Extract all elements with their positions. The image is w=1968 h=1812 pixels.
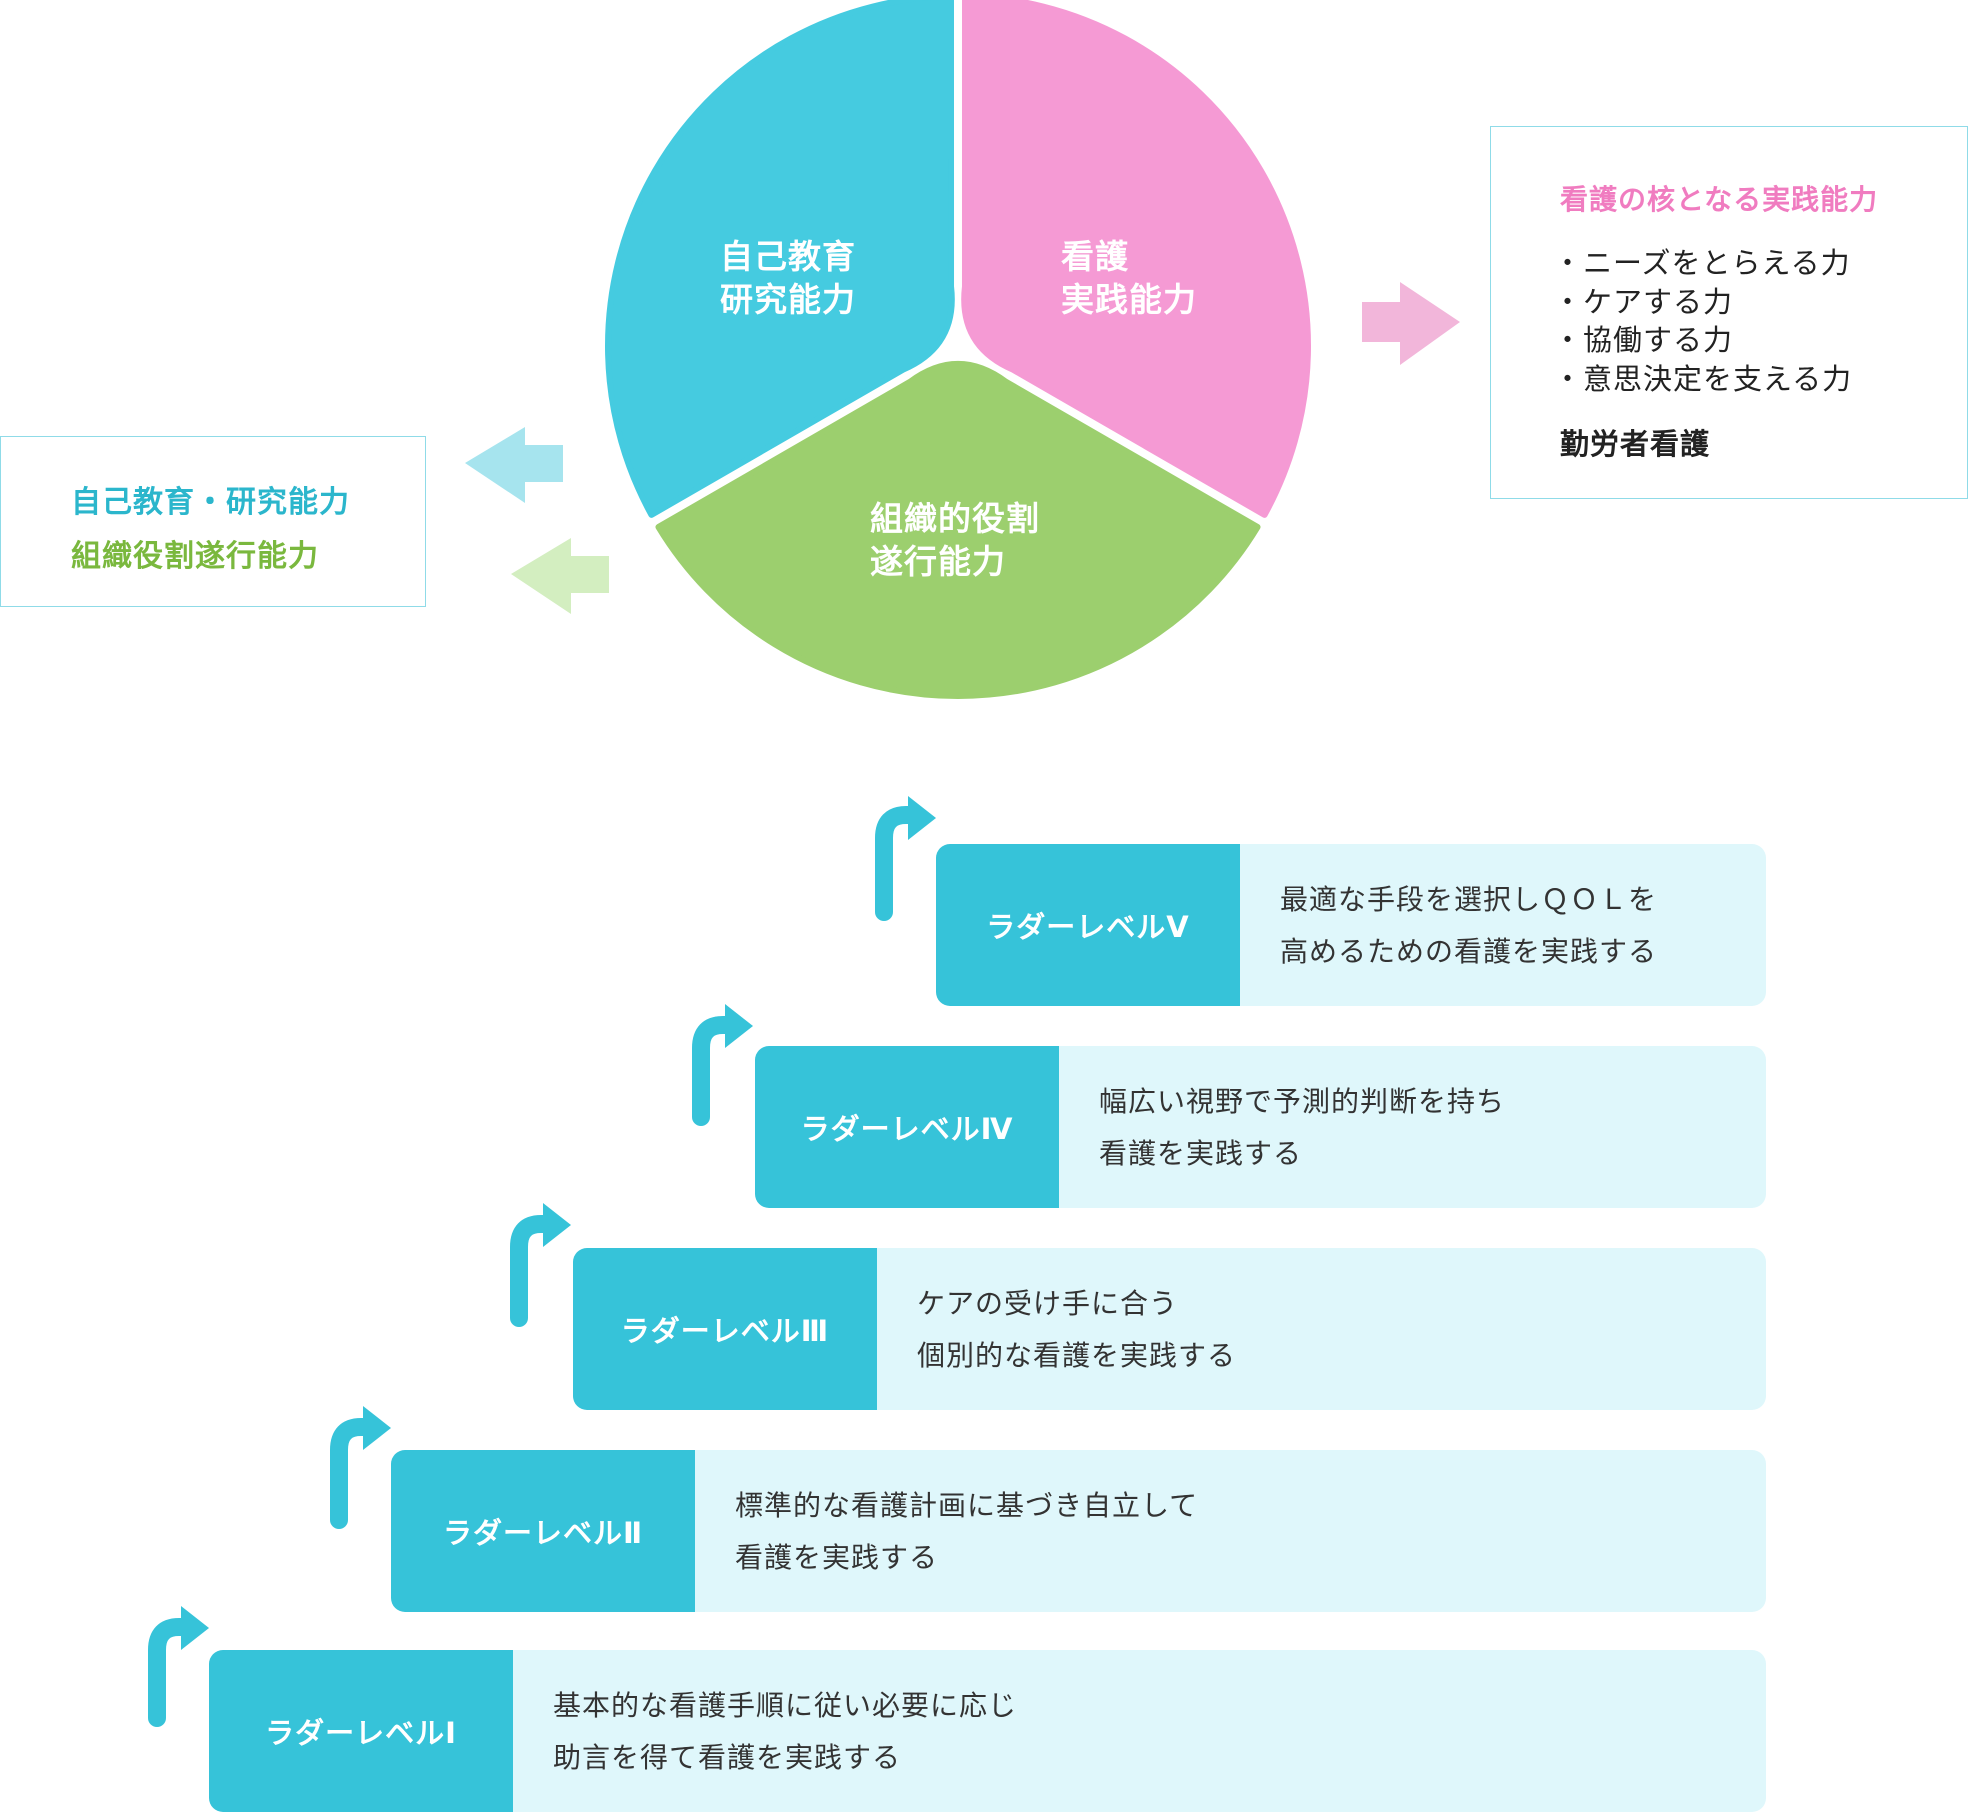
left-info-box: 自己教育・研究能力 組織役割遂行能力 [0,436,426,607]
left-box-line1: 自己教育・研究能力 [71,485,350,520]
ladder-desc-line1: ケアの受け手に合う [917,1287,1179,1320]
ladder-level-description: 基本的な看護手順に従い必要に応じ 助言を得て看護を実践する [513,1650,1766,1812]
ladder-level-name: ラダーレベルⅡ [391,1450,695,1612]
step-up-arrow-icon [330,1418,376,1529]
step-up-arrow-icon [692,1016,738,1126]
arrow-right-pink-icon [1362,282,1460,365]
right-box-footer: 勤労者看護 [1560,427,1711,461]
step-up-arrow-head-icon [181,1606,209,1650]
ladder-desc-line2: 個別的な看護を実践する [917,1339,1237,1372]
ladder-level-1: ラダーレベルⅠ 基本的な看護手順に従い必要に応じ 助言を得て看護を実践する [209,1650,1766,1812]
ladder-level-description: 幅広い視野で予測的判断を持ち 看護を実践する [1059,1046,1766,1208]
arrow-left-blue-icon [465,427,563,503]
ladder-desc-line2: 助言を得て看護を実践する [553,1741,902,1774]
left-box-line2: 組織役割遂行能力 [71,539,319,574]
ladder-level-3: ラダーレベルⅢ ケアの受け手に合う 個別的な看護を実践する [573,1248,1766,1410]
step-up-arrow-icon [510,1215,556,1327]
ladder-desc-line1: 幅広い視野で予測的判断を持ち [1099,1085,1506,1118]
wheel-label-nursing: 看護 実践能力 [1061,235,1197,321]
ladder-desc-line1: 最適な手段を選択しＱＯＬを [1280,883,1658,916]
ladder-level-description: 最適な手段を選択しＱＯＬを 高めるための看護を実践する [1240,844,1766,1006]
ladder-desc-line2: 看護を実践する [735,1541,939,1574]
ladder-desc-line2: 高めるための看護を実践する [1280,935,1658,968]
right-box-title: 看護の核となる実践能力 [1560,183,1879,216]
ladder-level-2: ラダーレベルⅡ 標準的な看護計画に基づき自立して 看護を実践する [391,1450,1766,1612]
ladder-level-name: ラダーレベルⅣ [755,1046,1059,1208]
step-up-arrow-head-icon [908,796,936,840]
ladder-level-description: ケアの受け手に合う 個別的な看護を実践する [877,1248,1766,1410]
wheel-label-self-line2: 研究能力 [720,280,856,319]
wheel-label-nursing-line1: 看護 [1061,237,1129,276]
right-box-item: ・意思決定を支える力 [1553,362,1853,396]
step-up-arrow-icon [875,806,921,921]
wheel-label-org: 組織的役割 遂行能力 [870,497,1040,583]
right-box-item: ・協働する力 [1553,323,1734,357]
ladder-level-description: 標準的な看護計画に基づき自立して 看護を実践する [695,1450,1766,1612]
wheel-label-org-line2: 遂行能力 [870,542,1006,581]
ladder-level-4: ラダーレベルⅣ 幅広い視野で予測的判断を持ち 看護を実践する [755,1046,1766,1208]
competency-wheel [465,0,1460,699]
ladder-desc-line1: 標準的な看護計画に基づき自立して [735,1489,1199,1522]
ladder-desc-line1: 基本的な看護手順に従い必要に応じ [553,1689,1018,1722]
step-up-arrow-icon [148,1618,194,1727]
arrow-left-green-icon [511,538,609,614]
wheel-label-org-line1: 組織的役割 [870,499,1040,538]
wheel-label-self-line1: 自己教育 [720,237,856,276]
ladder-level-name: ラダーレベルⅤ [936,844,1240,1006]
wheel-label-self: 自己教育 研究能力 [720,235,856,321]
step-up-arrow-head-icon [363,1406,391,1450]
right-box-item: ・ケアする力 [1553,285,1734,319]
wheel-segment-nursing [961,0,1311,518]
step-up-arrow-head-icon [725,1004,753,1048]
step-up-arrow-head-icon [543,1203,571,1247]
ladder-level-5: ラダーレベルⅤ 最適な手段を選択しＱＯＬを 高めるための看護を実践する [936,844,1766,1006]
ladder-level-name: ラダーレベルⅢ [573,1248,877,1410]
ladder-desc-line2: 看護を実践する [1099,1137,1303,1170]
wheel-segment-org [655,361,1261,699]
right-info-box: 看護の核となる実践能力 ・ニーズをとらえる力 ・ケアする力 ・協働する力 ・意思… [1490,126,1968,499]
wheel-segment-self [605,0,955,518]
ladder-level-name: ラダーレベルⅠ [209,1650,513,1812]
wheel-label-nursing-line2: 実践能力 [1061,280,1197,319]
right-box-item: ・ニーズをとらえる力 [1553,246,1851,280]
